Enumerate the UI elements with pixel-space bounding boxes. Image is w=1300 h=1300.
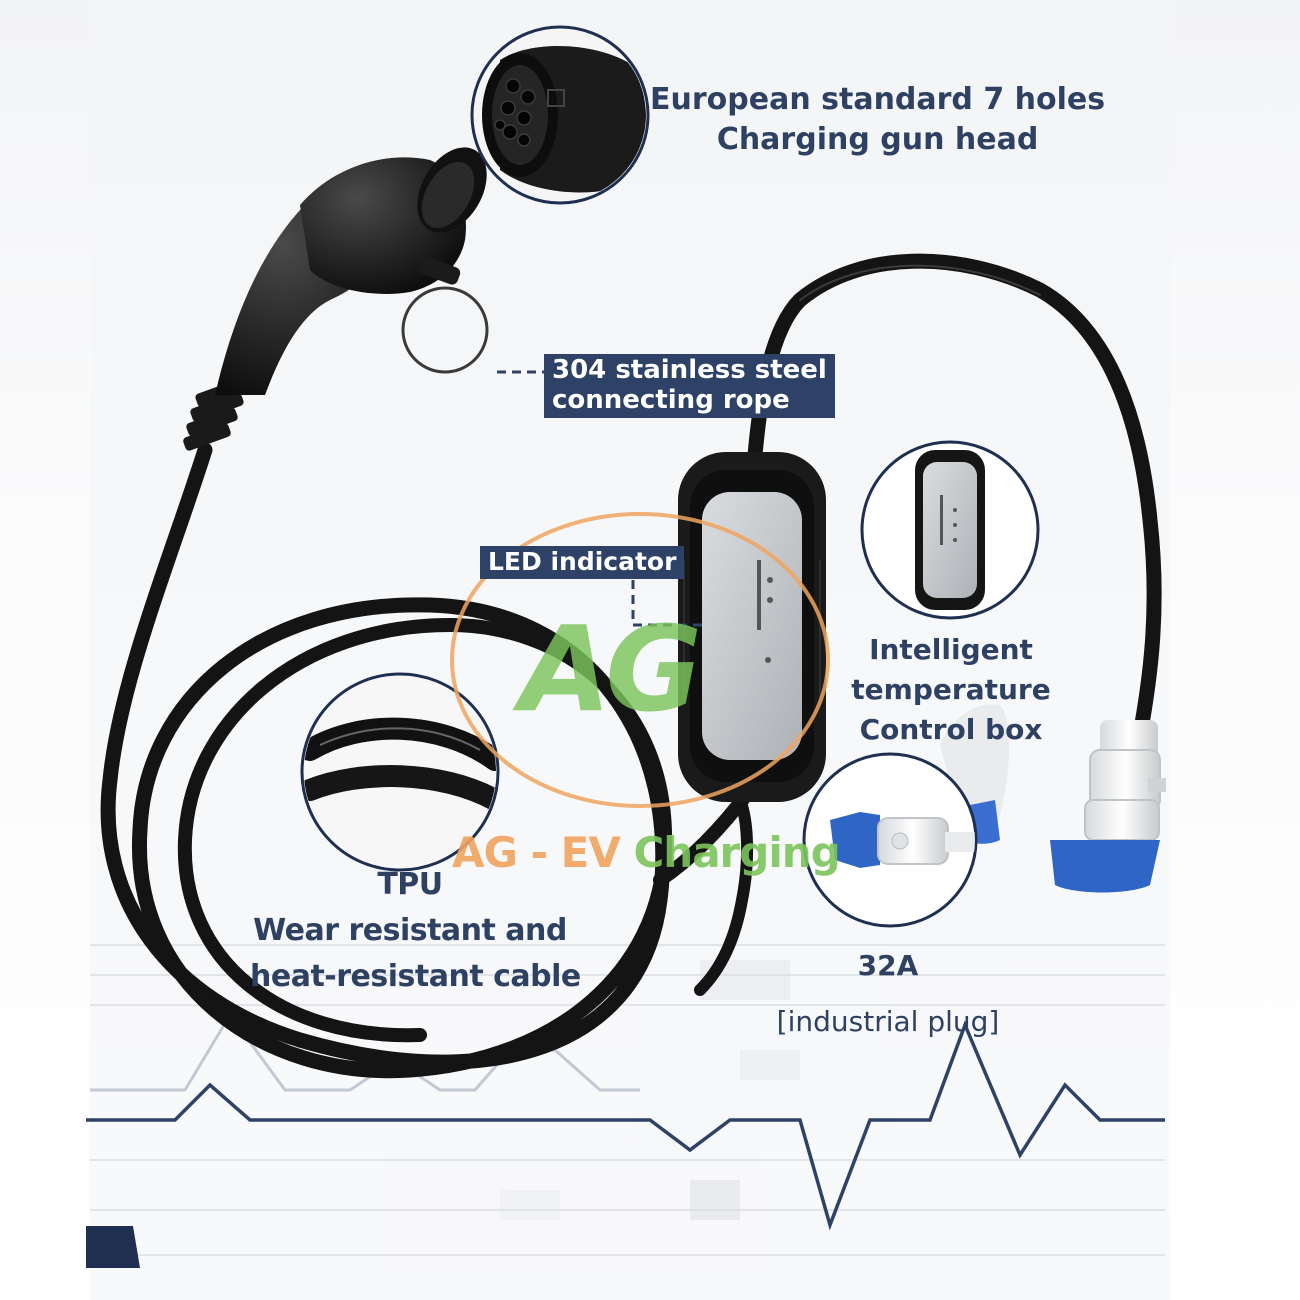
label-control-box-line1: Intelligent — [869, 633, 1033, 666]
label-rope-line2: connecting rope — [552, 384, 790, 415]
corner-mark — [86, 1226, 140, 1268]
control-box-icon — [678, 452, 826, 802]
detail-circle-industrial-plug — [802, 752, 978, 928]
detail-circle-cable — [300, 672, 500, 872]
label-rope: 304 stainless steel connecting rope — [544, 354, 835, 418]
waveform-dark — [86, 1020, 1165, 1231]
watermark-ring — [450, 512, 830, 808]
label-led-text: LED indicator — [488, 547, 677, 576]
label-gun-head-line1: European standard 7 holes — [650, 82, 1106, 117]
watermark-tagline-orange: AG - EV — [452, 828, 621, 877]
label-control-box-line3: Control box — [859, 713, 1043, 746]
label-control-box-line2: temperature — [851, 673, 1051, 706]
watermark-logo: AG — [520, 600, 702, 738]
label-gun-head-line2: Charging gun head — [716, 122, 1039, 157]
label-cable-line3: heat-resistant cable — [250, 959, 581, 994]
charging-cable — [100, 253, 1162, 1079]
label-cable-line1: TPU — [377, 867, 443, 902]
detail-circle-control-box — [860, 440, 1040, 620]
label-plug: 32A [industrial plug] — [748, 938, 1028, 1050]
label-led: LED indicator — [480, 546, 685, 579]
detail-circle-gun-head — [470, 25, 650, 205]
watermark-tagline-green: Charging — [633, 828, 840, 877]
label-cable: TPU Wear resistant and heat-resistant ca… — [250, 862, 581, 1000]
label-gun-head: European standard 7 holes Charging gun h… — [650, 80, 1105, 160]
label-rope-line1: 304 stainless steel — [552, 355, 827, 385]
label-cable-line2: Wear resistant and — [253, 913, 567, 948]
label-plug-line1: 32A — [857, 949, 919, 982]
watermark-tagline: AG - EV Charging — [452, 828, 841, 877]
label-plug-line2: [industrial plug] — [776, 1005, 1000, 1038]
ev-type2-connector-icon — [183, 147, 489, 451]
label-control-box: Intelligent temperature Control box — [842, 630, 1060, 750]
leader-lines — [497, 370, 705, 627]
